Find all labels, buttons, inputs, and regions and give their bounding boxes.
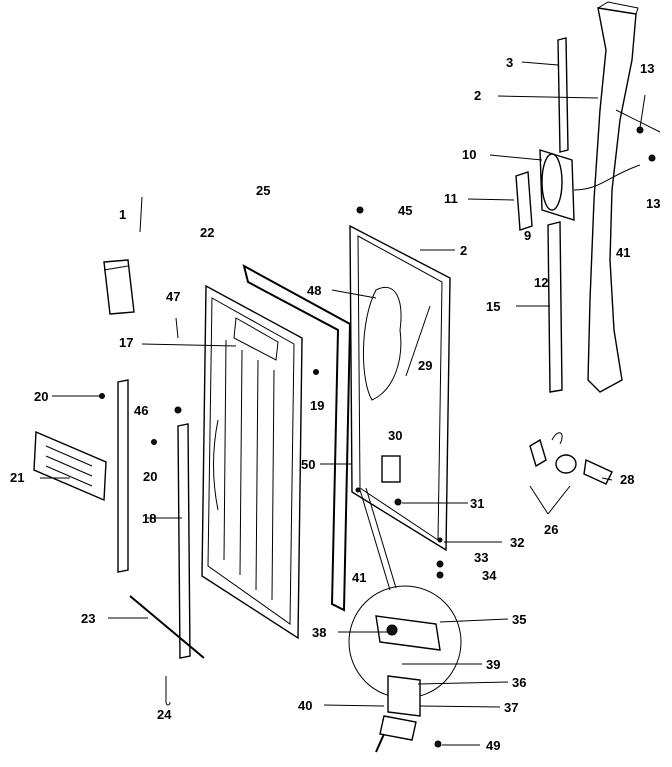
- callout-17: 17: [119, 335, 133, 350]
- callout-50: 50: [301, 457, 315, 472]
- hinge-strips: [117, 379, 191, 659]
- handle-assembly: [529, 432, 613, 485]
- callout-11: 11: [444, 191, 458, 206]
- shelf-rack: [33, 430, 107, 502]
- rod-and-pin: [129, 595, 205, 706]
- callout-47: 47: [166, 289, 180, 304]
- callout-22: 22: [200, 225, 214, 240]
- callout-13: 13: [640, 61, 654, 76]
- callout-41: 41: [616, 245, 630, 260]
- callout-40: 40: [298, 698, 312, 713]
- callout-33: 33: [474, 550, 488, 565]
- callout-31: 31: [470, 496, 484, 511]
- callout-10: 10: [462, 147, 476, 162]
- callout-32: 32: [510, 535, 524, 550]
- callout-9: 9: [524, 228, 531, 243]
- callout-28: 28: [620, 472, 634, 487]
- callout-20: 20: [143, 469, 157, 484]
- callout-15: 15: [486, 299, 500, 314]
- door-gasket: [242, 264, 352, 612]
- callout-34: 34: [482, 568, 497, 583]
- callout-1: 1: [119, 207, 126, 222]
- callout-35: 35: [512, 612, 526, 627]
- callout-20: 20: [34, 389, 48, 404]
- callout-3: 3: [506, 55, 513, 70]
- callout-30: 30: [388, 428, 402, 443]
- detail-bubble: [348, 487, 462, 753]
- callout-48: 48: [307, 283, 321, 298]
- callout-13: 13: [646, 196, 660, 211]
- door-panel: [349, 224, 451, 552]
- callout-36: 36: [512, 675, 526, 690]
- callout-12: 12: [534, 275, 548, 290]
- callout-39: 39: [486, 657, 500, 672]
- callout-29: 29: [418, 358, 432, 373]
- part-1-tag: [103, 259, 135, 315]
- callout-19: 19: [310, 398, 324, 413]
- callout-2: 2: [460, 243, 467, 258]
- callout-21: 21: [10, 470, 24, 485]
- callout-24: 24: [157, 707, 172, 722]
- callout-46: 46: [134, 403, 148, 418]
- callout-26: 26: [544, 522, 558, 537]
- callout-49: 49: [486, 738, 500, 753]
- hardware-dots: [99, 206, 444, 579]
- leader-lines: [40, 61, 613, 746]
- callouts: 1 2 2 3 9 10 11 12 13 13 15 17 18 19 20 …: [10, 55, 660, 753]
- callout-41: 41: [352, 570, 366, 585]
- callout-25: 25: [256, 183, 270, 198]
- door-liner: [201, 284, 303, 640]
- callout-2: 2: [474, 88, 481, 103]
- callout-37: 37: [504, 700, 518, 715]
- channel-assembly: [515, 1, 661, 393]
- callout-23: 23: [81, 611, 95, 626]
- callout-18: 18: [142, 511, 156, 526]
- callout-38: 38: [312, 625, 326, 640]
- callout-45: 45: [398, 203, 412, 218]
